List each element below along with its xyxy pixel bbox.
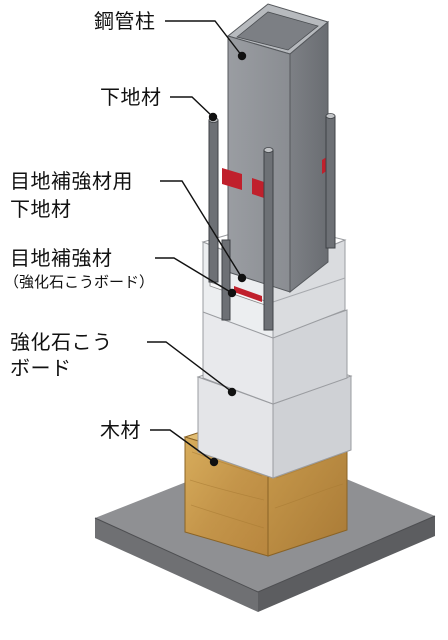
base-member-stud-inner (221, 239, 231, 321)
steel-column (226, 3, 330, 294)
leader-lines (147, 20, 247, 467)
leader-joint-reinforcement (155, 257, 233, 294)
leader-timber (150, 429, 215, 463)
label-base-member: 下地材 (100, 85, 162, 109)
leader-base-member (170, 96, 214, 118)
leader-joint-reinforcement-base (160, 180, 243, 279)
base-member-stud-front-right (263, 147, 274, 331)
label-gypsum-board-line1: 強化石こう (10, 330, 113, 354)
joint-reinforcement-marks (222, 156, 328, 302)
leader-gypsum-board (147, 341, 233, 393)
label-timber: 木材 (100, 418, 141, 442)
label-steel-column: 鋼管柱 (94, 9, 156, 33)
middle-gypsum-board (202, 309, 348, 405)
label-joint-reinforcement: 目地補強材 (10, 246, 113, 270)
leader-steel-column (165, 20, 243, 57)
label-joint-reinforcement-note: （強化石こうボード） (4, 273, 155, 291)
label-gypsum-board-line2: ボード (10, 356, 72, 380)
base-member-stud-front-left (208, 117, 219, 283)
label-joint-reinforcement-base-line1: 目地補強材用 (10, 169, 133, 193)
label-joint-reinforcement-base-line2: 下地材 (10, 197, 72, 221)
base-member-stud-back-right (325, 113, 336, 249)
base-member-studs (208, 113, 336, 331)
